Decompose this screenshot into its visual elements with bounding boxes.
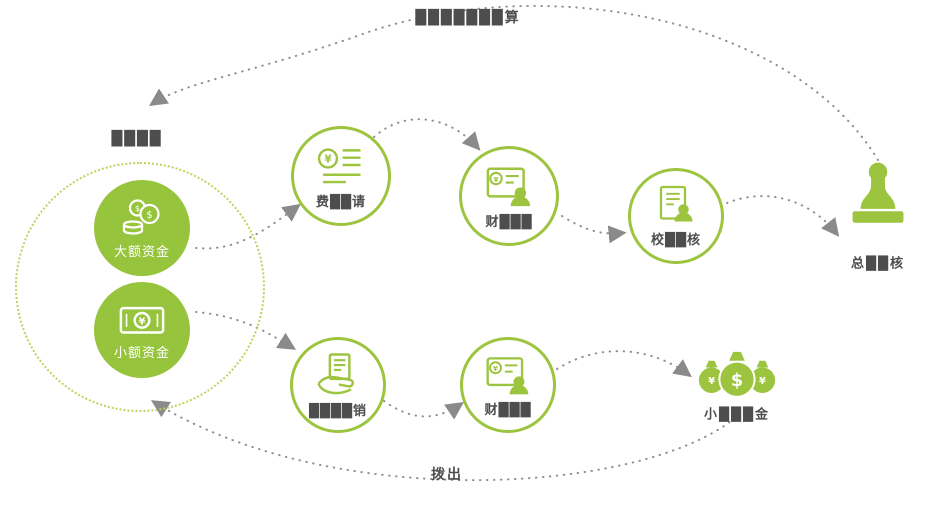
yuan-glyph: ¥	[708, 376, 715, 387]
petty-cash-node: ¥ ¥ $	[694, 338, 780, 401]
petty-reimburse-label: ████销	[309, 404, 367, 419]
dollar-glyph: $	[146, 210, 152, 221]
expense-list-icon: ¥	[317, 148, 361, 184]
hand-receipt-icon	[317, 353, 354, 395]
coins-icon: $ $	[122, 199, 160, 235]
finance-audit-bottom-node: ¥ 财███	[460, 337, 556, 433]
yuan-glyph: ¥	[139, 316, 146, 327]
large-fund-node: $ $ 大额资金	[94, 180, 190, 276]
dollar-glyph: $	[731, 371, 743, 391]
settlement-label: ███████算	[415, 10, 521, 26]
document-person-icon	[659, 185, 693, 222]
allocate-label: 拨出	[431, 467, 463, 483]
gm-audit-node	[841, 160, 915, 230]
finance-audit-top-label: 财███	[485, 215, 533, 230]
fund-pool-label: ████	[111, 131, 163, 147]
petty-cash-label: 小███金	[704, 407, 770, 423]
school-audit-label: 校██核	[651, 233, 701, 248]
large-fund-label: 大额资金	[113, 245, 170, 260]
arrow-reimburse-to-finance	[383, 400, 464, 420]
arrow-settlement-return	[149, 5, 879, 161]
stamp-icon	[852, 162, 904, 223]
expense-apply-label: 费██请	[316, 195, 366, 210]
yuan-glyph: ¥	[493, 175, 498, 184]
arrow-expense-to-finance	[373, 118, 481, 151]
dollar-glyph: $	[135, 203, 140, 213]
money-bags-icon: ¥ ¥ $	[698, 351, 776, 398]
audit-card-person-icon: ¥	[486, 357, 529, 395]
small-fund-node: ¥ 小额资金	[94, 282, 190, 378]
school-audit-node: 校██核	[628, 168, 724, 264]
finance-audit-top-node: ¥ 财███	[459, 146, 559, 246]
banknote-icon: ¥	[119, 306, 165, 334]
yuan-glyph: ¥	[759, 376, 766, 387]
gm-audit-label: 总██核	[851, 256, 905, 272]
finance-audit-bottom-label: 财███	[484, 403, 532, 418]
expense-apply-node: ¥ 费██请	[291, 126, 391, 226]
petty-reimburse-node: ████销	[290, 337, 386, 433]
small-fund-label: 小额资金	[113, 345, 170, 361]
yuan-glyph: ¥	[493, 364, 498, 373]
arrow-school-to-gm	[726, 195, 840, 237]
yuan-glyph: ¥	[324, 154, 332, 166]
audit-card-person-icon: ¥	[486, 167, 531, 207]
arrow-finance-to-pettycash	[556, 350, 692, 378]
arrow-finance-to-school	[561, 215, 627, 244]
fund-pool-ring	[15, 162, 265, 412]
